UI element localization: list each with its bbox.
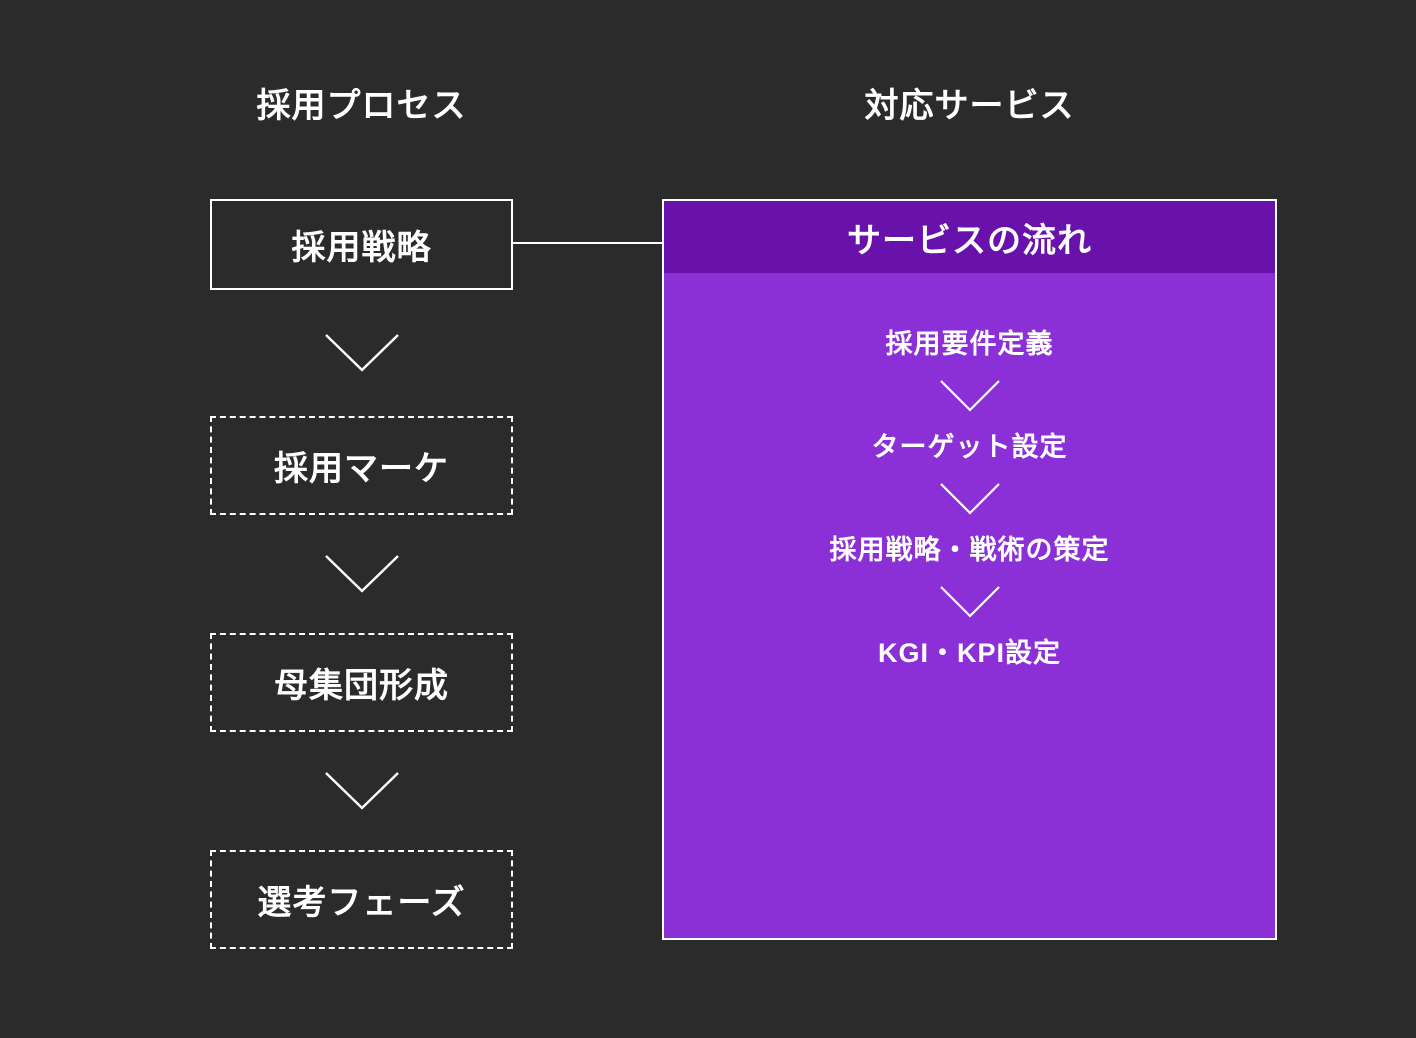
service-connector-1 — [939, 358, 1001, 434]
chevron-down-icon — [324, 772, 399, 810]
chevron-down-icon — [324, 334, 399, 372]
service-step-4: KGI・KPI設定 — [877, 638, 1061, 668]
process-connector-3 — [210, 732, 513, 850]
chevron-down-icon — [324, 555, 399, 593]
service-step-3: 採用戦略・戦術の策定 — [829, 535, 1110, 565]
chevron-down-icon — [939, 483, 1000, 515]
process-step-label-3: 母集団形成 — [274, 667, 449, 705]
process-to-service-connector — [513, 242, 662, 244]
process-step-label-4: 選考フェーズ — [257, 884, 466, 922]
service-connector-3 — [939, 564, 1001, 640]
service-connector-2 — [939, 461, 1001, 537]
process-step-box-4: 選考フェーズ — [210, 850, 513, 949]
process-connector-2 — [210, 515, 513, 633]
service-step-1: 採用要件定義 — [885, 329, 1054, 359]
column-header-process: 採用プロセス — [256, 87, 467, 125]
process-step-box-2: 採用マーケ — [210, 416, 513, 515]
chevron-down-icon — [939, 380, 1000, 412]
service-step-2: ターゲット設定 — [871, 432, 1068, 462]
process-step-box-3: 母集団形成 — [210, 633, 513, 732]
chevron-down-icon — [939, 586, 1000, 618]
process-step-label-2: 採用マーケ — [274, 450, 449, 488]
service-flow-panel: サービスの流れ 採用要件定義 ターゲット設定 採用戦略・戦術の策定 — [662, 199, 1277, 940]
process-flow-column: 採用戦略 採用マーケ 母集団形成 選考フェーズ — [210, 199, 513, 949]
process-connector-1 — [210, 290, 513, 416]
service-panel-title: サービスの流れ — [664, 201, 1275, 273]
process-step-label-1: 採用戦略 — [291, 229, 432, 267]
process-step-box-1: 採用戦略 — [210, 199, 513, 290]
column-header-service: 対応サービス — [864, 87, 1075, 125]
service-steps-list: 採用要件定義 ターゲット設定 採用戦略・戦術の策定 KGI・KPI設定 — [664, 273, 1275, 938]
